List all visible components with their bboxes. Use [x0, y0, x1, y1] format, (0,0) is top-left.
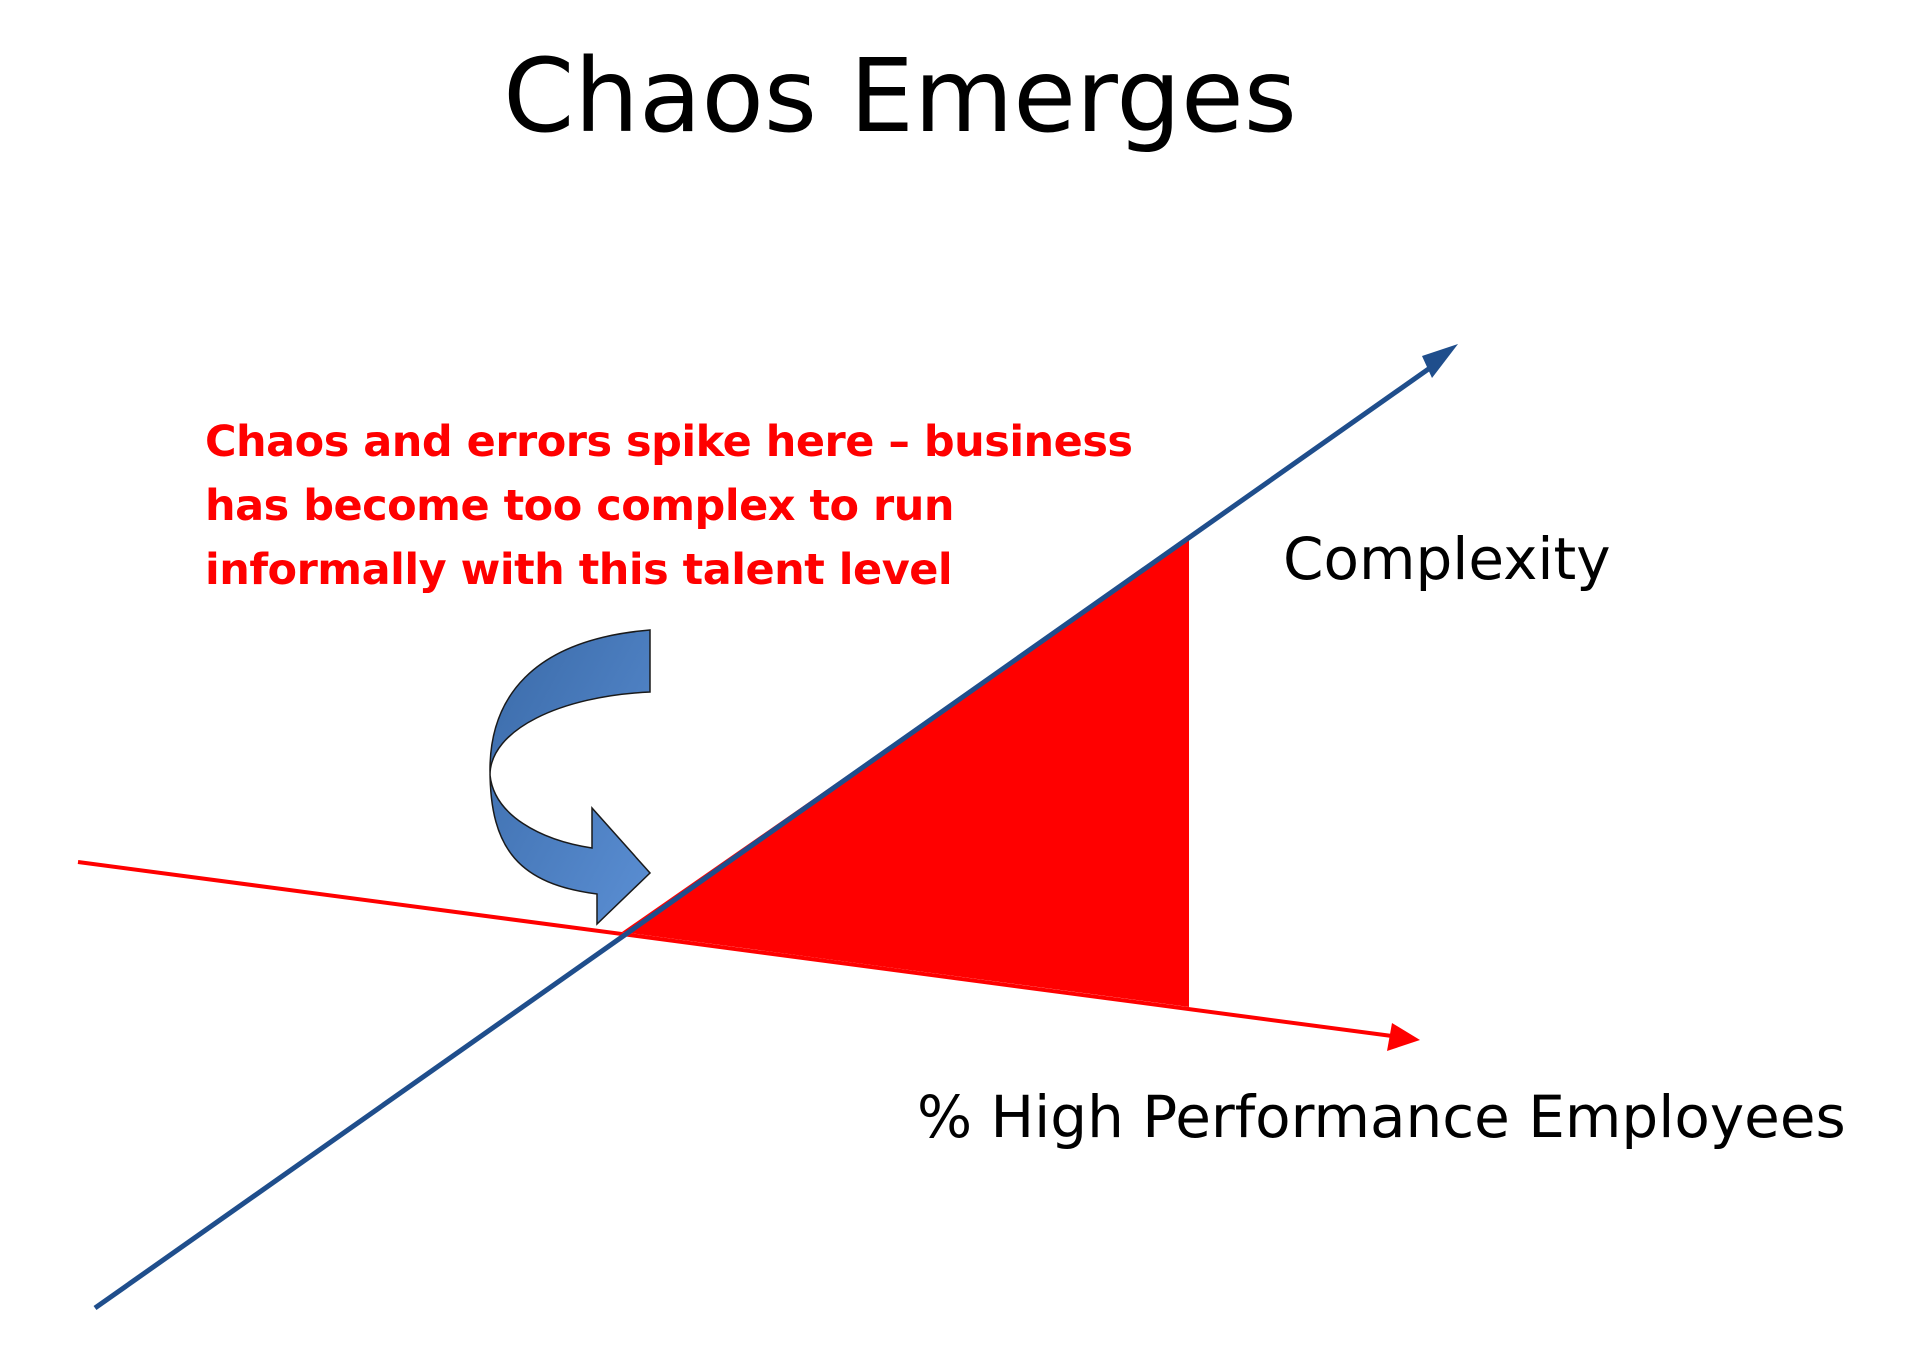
complexity-arrowhead — [1422, 344, 1458, 378]
employees-axis-label: % High Performance Employees — [917, 1083, 1846, 1151]
chaos-callout-text: Chaos and errors spike here – business h… — [205, 410, 1133, 602]
employees-arrowhead — [1387, 1023, 1420, 1051]
slide-title: Chaos Emerges — [503, 37, 1297, 156]
chaos-region — [622, 538, 1189, 1007]
complexity-axis-label: Complexity — [1283, 525, 1611, 593]
callout-line-1: Chaos and errors spike here – business — [205, 417, 1133, 467]
curved-down-right-arrow-icon — [489, 629, 652, 926]
employees-trend-line — [77, 860, 1393, 1038]
complexity-trend-line — [93, 360, 1439, 1311]
callout-line-3: informally with this talent level — [205, 545, 953, 595]
callout-line-2: has become too complex to run — [205, 481, 954, 531]
